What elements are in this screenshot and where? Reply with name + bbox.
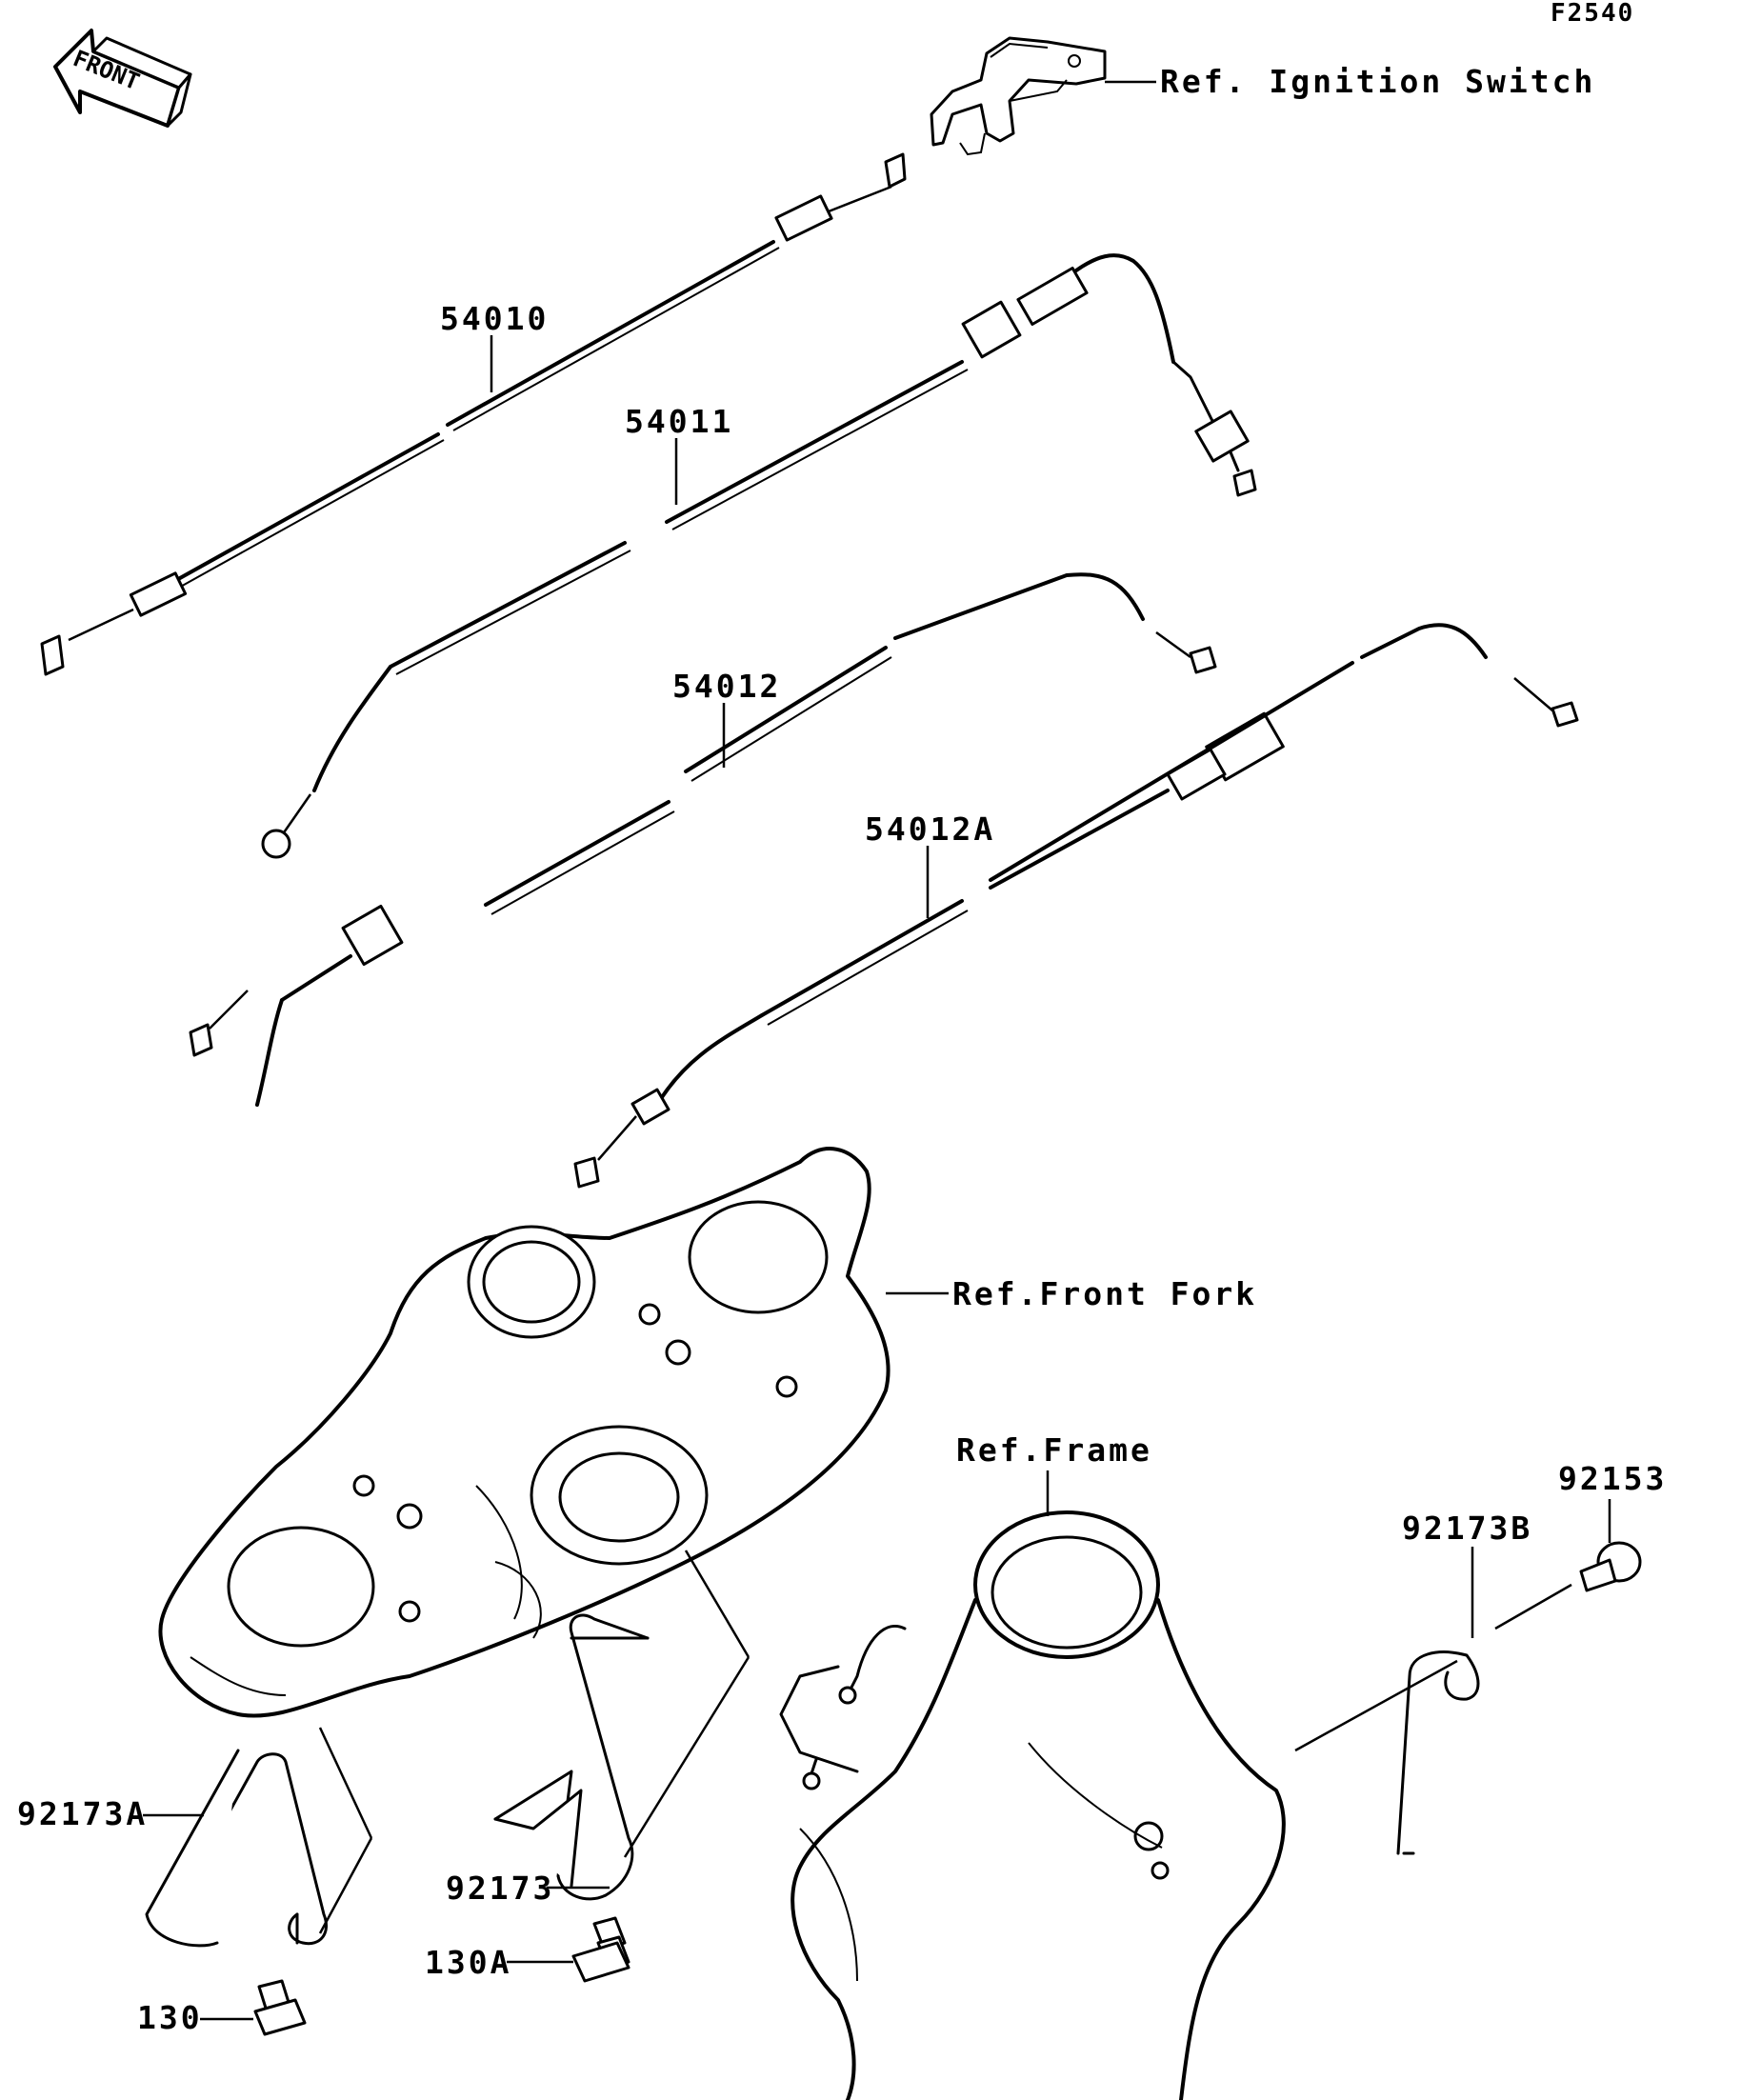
part-54011-label: 54011 bbox=[625, 403, 733, 440]
clamp-92173A bbox=[145, 1749, 328, 1948]
leader-92173A-c bbox=[318, 1727, 373, 1839]
part-54012A-label: 54012A bbox=[865, 810, 995, 848]
part-92173A-label: 92173A bbox=[17, 1795, 148, 1832]
bolt-130 bbox=[253, 1979, 307, 2036]
front-fork-triple-clamp bbox=[158, 1147, 891, 1718]
ref-frame-label: Ref.Frame bbox=[956, 1431, 1152, 1469]
front-arrow-icon: FRONT bbox=[53, 29, 192, 128]
cable-54011 bbox=[261, 253, 1257, 859]
leader-92173B-b bbox=[1294, 1659, 1458, 1752]
ref-ignition-switch-label: Ref. Ignition Switch bbox=[1160, 63, 1595, 100]
part-92153-label: 92153 bbox=[1558, 1460, 1667, 1497]
figure-code: F2540 bbox=[1551, 0, 1634, 28]
part-54012-label: 54012 bbox=[672, 668, 781, 705]
cable-54010 bbox=[40, 152, 907, 676]
leader-92173A-b bbox=[318, 1837, 373, 1934]
ref-front-fork-label: Ref.Front Fork bbox=[952, 1275, 1257, 1312]
leader-92153-b bbox=[1494, 1583, 1572, 1630]
screw-92153 bbox=[1579, 1541, 1642, 1592]
part-130-label: 130 bbox=[137, 1999, 203, 2036]
part-130A-label: 130A bbox=[425, 1944, 511, 1981]
cable-54012 bbox=[189, 572, 1217, 1107]
part-92173-label: 92173 bbox=[446, 1870, 554, 1907]
ignition-switch-bracket bbox=[930, 36, 1107, 156]
bolt-130A bbox=[571, 1916, 630, 1983]
frame-head bbox=[779, 1510, 1286, 2100]
leader-92173-b bbox=[623, 1656, 750, 1858]
leader-92173-c bbox=[684, 1550, 750, 1658]
part-54010-label: 54010 bbox=[440, 300, 549, 337]
clamp-92173 bbox=[493, 1613, 650, 1901]
cable-54012A bbox=[573, 623, 1579, 1189]
clip-92173B bbox=[1396, 1650, 1480, 1855]
part-92173B-label: 92173B bbox=[1402, 1510, 1532, 1547]
